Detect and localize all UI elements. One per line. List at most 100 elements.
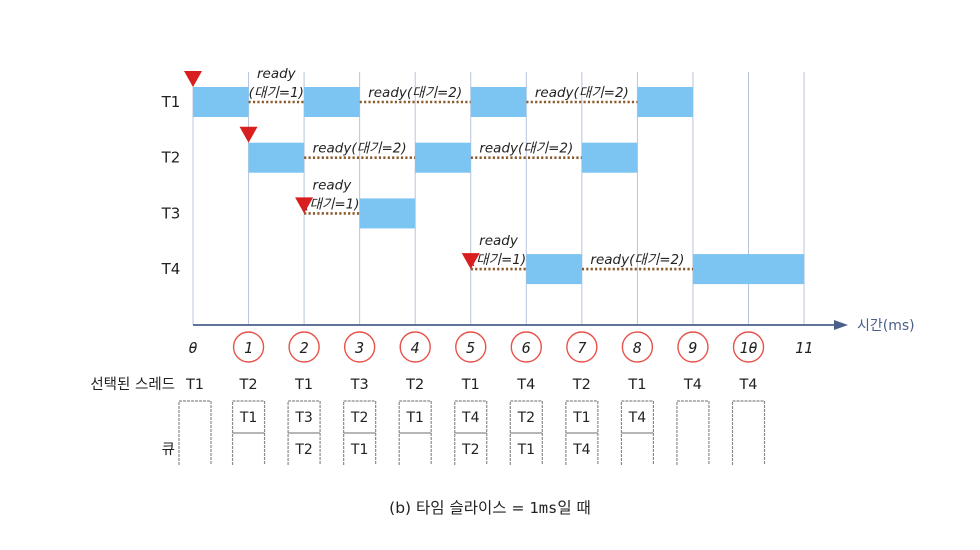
ready-wait-label: ready(대기=2) <box>535 85 629 101</box>
run-bar-t2 <box>581 142 638 173</box>
ready-label: ready <box>257 66 297 82</box>
tick-label: 1θ <box>739 339 757 357</box>
run-bars <box>193 87 805 285</box>
tick-circle <box>566 331 598 363</box>
queue-box <box>731 400 766 465</box>
time-axis: 시간(ms) <box>193 318 915 334</box>
queue-item: T2 <box>461 442 479 458</box>
run-bar-t4 <box>526 254 582 285</box>
arrival-marker-icon <box>295 197 314 214</box>
run-bar-t1 <box>637 87 693 117</box>
selected-thread: T1 <box>461 377 480 393</box>
thread-label-t4: T4 <box>161 260 181 278</box>
wait-count-label: (대기=1) <box>471 252 526 268</box>
selected-thread: T4 <box>738 377 757 393</box>
wait-count-label: (대기=1) <box>249 85 304 101</box>
queue-item: T2 <box>517 410 535 426</box>
wait-count-label: (대기=1) <box>304 196 359 212</box>
tick-circle <box>399 331 431 363</box>
ready-wait-label: ready(대기=2) <box>368 85 462 101</box>
queue-item: T4 <box>572 442 591 458</box>
queue-label: 큐 <box>162 442 175 458</box>
caption-suffix: 일 때 <box>557 499 590 517</box>
queue-item: T2 <box>294 442 312 458</box>
thread-label-t1: T1 <box>161 93 181 111</box>
run-bar-t1 <box>193 87 249 117</box>
tick-label: 3 <box>354 339 364 357</box>
caption-value: 1ms <box>529 499 557 517</box>
selected-thread: T2 <box>405 377 424 393</box>
tick-label: 8 <box>633 339 642 357</box>
ready-label: ready <box>313 177 353 193</box>
selected-thread: T3 <box>350 377 369 393</box>
tick-circle <box>455 331 487 363</box>
run-bar-t3 <box>359 198 416 229</box>
tick-label: 1 <box>244 339 253 357</box>
thread-label-t3: T3 <box>161 204 181 222</box>
queue-item: T4 <box>461 410 480 426</box>
selected-thread: T1 <box>185 377 204 393</box>
selected-thread: T1 <box>627 377 646 393</box>
ready-wait-lines: ready(대기=1)ready(대기=2)ready(대기=2)ready(대… <box>248 66 693 271</box>
tick-label: 2 <box>300 339 309 357</box>
tick-circle <box>677 331 709 363</box>
tick-label: θ <box>188 339 197 357</box>
tick-circle <box>621 331 654 363</box>
tick-label: 7 <box>577 339 586 357</box>
schedule-slot: T1 <box>178 377 212 465</box>
ready-label: ready <box>479 233 519 249</box>
ready-wait-label: ready(대기=2) <box>313 141 407 157</box>
tick-label: 6 <box>522 339 531 357</box>
queue-box <box>178 400 212 465</box>
time-axis-label: 시간(ms) <box>857 318 915 334</box>
tick-circle <box>732 331 765 363</box>
caption-prefix: (b) 타임 슬라이스 = <box>389 499 529 517</box>
queue-item: T1 <box>572 410 590 426</box>
selected-thread: T2 <box>239 377 258 393</box>
tick-circle <box>510 331 542 363</box>
axis-arrow-icon <box>834 320 848 330</box>
run-bar-t4 <box>692 254 805 285</box>
schedule-slot: T4 <box>731 377 766 465</box>
run-bar-t1 <box>470 87 527 117</box>
tick-label: 4 <box>411 339 420 357</box>
queue-box <box>676 400 710 465</box>
thread-label-t2: T2 <box>161 149 181 167</box>
arrival-marker-icon <box>461 253 480 270</box>
queue-item: T4 <box>628 410 647 426</box>
arrival-marker-icon <box>184 71 202 87</box>
queue-item: T1 <box>239 410 257 426</box>
selected-thread: T4 <box>516 377 535 393</box>
schedule-slot: T4 <box>676 377 710 465</box>
selected-thread: T2 <box>572 377 591 393</box>
selected-thread: T1 <box>294 377 313 393</box>
queue-item: T1 <box>517 442 535 458</box>
tick-circle <box>343 331 376 363</box>
queue-item: T2 <box>350 410 368 426</box>
tick-label: 5 <box>466 339 475 357</box>
queue-item: T1 <box>350 442 368 458</box>
tick-label: 11 <box>795 339 813 357</box>
arrival-marker-icon <box>239 126 258 143</box>
run-bar-t2 <box>415 142 471 173</box>
selected-thread-label: 선택된 스레드 <box>90 376 175 393</box>
arrival-markers <box>184 71 480 270</box>
selected-thread: T4 <box>683 377 702 393</box>
tick-circle <box>288 331 320 363</box>
queue-item: T1 <box>405 410 423 426</box>
run-bar-t1 <box>304 87 360 117</box>
run-bar-t2 <box>248 142 305 173</box>
figure-caption: (b) 타임 슬라이스 = 1ms일 때 <box>389 499 591 517</box>
